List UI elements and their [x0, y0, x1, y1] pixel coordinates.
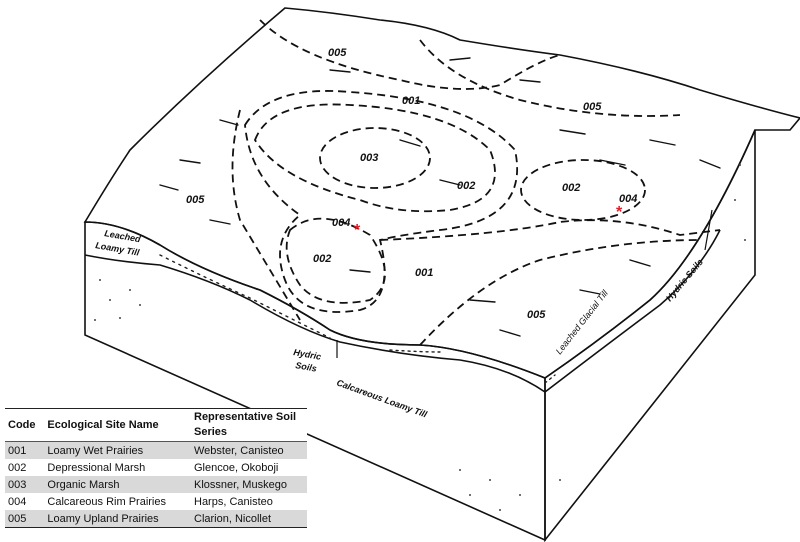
cell-soil-series: Glencoe, Okoboji — [194, 461, 279, 474]
cell-soil-series: Harps, Canisteo — [194, 495, 273, 508]
map-label-001-top: 001 — [402, 95, 420, 107]
ecological-site-legend-table: Code Ecological Site Name Representative… — [5, 408, 307, 528]
hydric-hatch-right — [544, 374, 556, 384]
star-marker-center: * — [354, 222, 361, 239]
map-label-001-front: 001 — [415, 267, 433, 279]
map-label-002-right: 002 — [562, 182, 580, 194]
cell-site-name: Organic Marsh — [44, 476, 191, 493]
cell-code: 002 — [8, 461, 27, 474]
table-row: 005 Loamy Upland Prairies Clarion, Nicol… — [5, 510, 307, 528]
table-row: 002 Depressional Marsh Glencoe, Okoboji — [5, 459, 307, 476]
map-label-003: 003 — [360, 152, 378, 164]
cell-code: 003 — [5, 476, 45, 493]
cell-site-name: Depressional Marsh — [47, 461, 146, 474]
map-label-005-top: 005 — [328, 47, 347, 59]
cell-code: 004 — [8, 495, 27, 508]
legend-header-row: Code Ecological Site Name Representative… — [5, 408, 307, 442]
stipple-texture — [94, 164, 746, 511]
header-site-name: Ecological Site Name — [44, 408, 191, 442]
till-boundary — [84, 229, 721, 393]
cell-code: 001 — [5, 441, 45, 459]
table-row: 004 Calcareous Rim Prairies Harps, Canis… — [5, 493, 307, 510]
star-marker-right: * — [616, 204, 623, 221]
map-label-005-left: 005 — [186, 194, 205, 206]
right-hydric-line — [704, 209, 713, 251]
layer-label-hydric-soils-line1: Hydric — [293, 347, 322, 362]
cell-soil-series: Klossner, Muskego — [191, 476, 307, 493]
layer-label-hydric-soils-line2: Soils — [295, 360, 318, 374]
cell-site-name: Loamy Wet Prairies — [44, 441, 191, 459]
map-label-005-right: 005 — [583, 101, 602, 113]
cell-soil-series: Webster, Canisteo — [191, 441, 307, 459]
map-label-004-right: 004 — [619, 193, 637, 205]
cell-soil-series: Clarion, Nicollet — [191, 510, 307, 528]
map-label-004-center: 004 — [332, 217, 350, 229]
hydric-hatch-front — [389, 349, 441, 353]
land-surface — [83, 7, 800, 379]
header-code: Code — [5, 408, 45, 442]
cell-code: 005 — [5, 510, 45, 528]
layer-label-leached-glacial-till: Leached Glacial Till — [554, 287, 611, 356]
header-soil-series: Representative Soil Series — [191, 408, 307, 442]
map-label-005-front: 005 — [527, 309, 546, 321]
cell-site-name: Calcareous Rim Prairies — [47, 495, 166, 508]
map-label-002-front: 002 — [313, 253, 331, 265]
terrain-hachures — [159, 57, 721, 337]
layer-label-calcareous-loamy-till: Calcareous Loamy Till — [335, 377, 429, 419]
leached-loamy-till-hatch — [159, 254, 331, 339]
cell-site-name: Loamy Upland Prairies — [44, 510, 191, 528]
soil-boundaries — [231, 19, 721, 346]
table-row: 003 Organic Marsh Klossner, Muskego — [5, 476, 307, 493]
map-label-002-center: 002 — [457, 180, 475, 192]
table-row: 001 Loamy Wet Prairies Webster, Canisteo — [5, 441, 307, 459]
